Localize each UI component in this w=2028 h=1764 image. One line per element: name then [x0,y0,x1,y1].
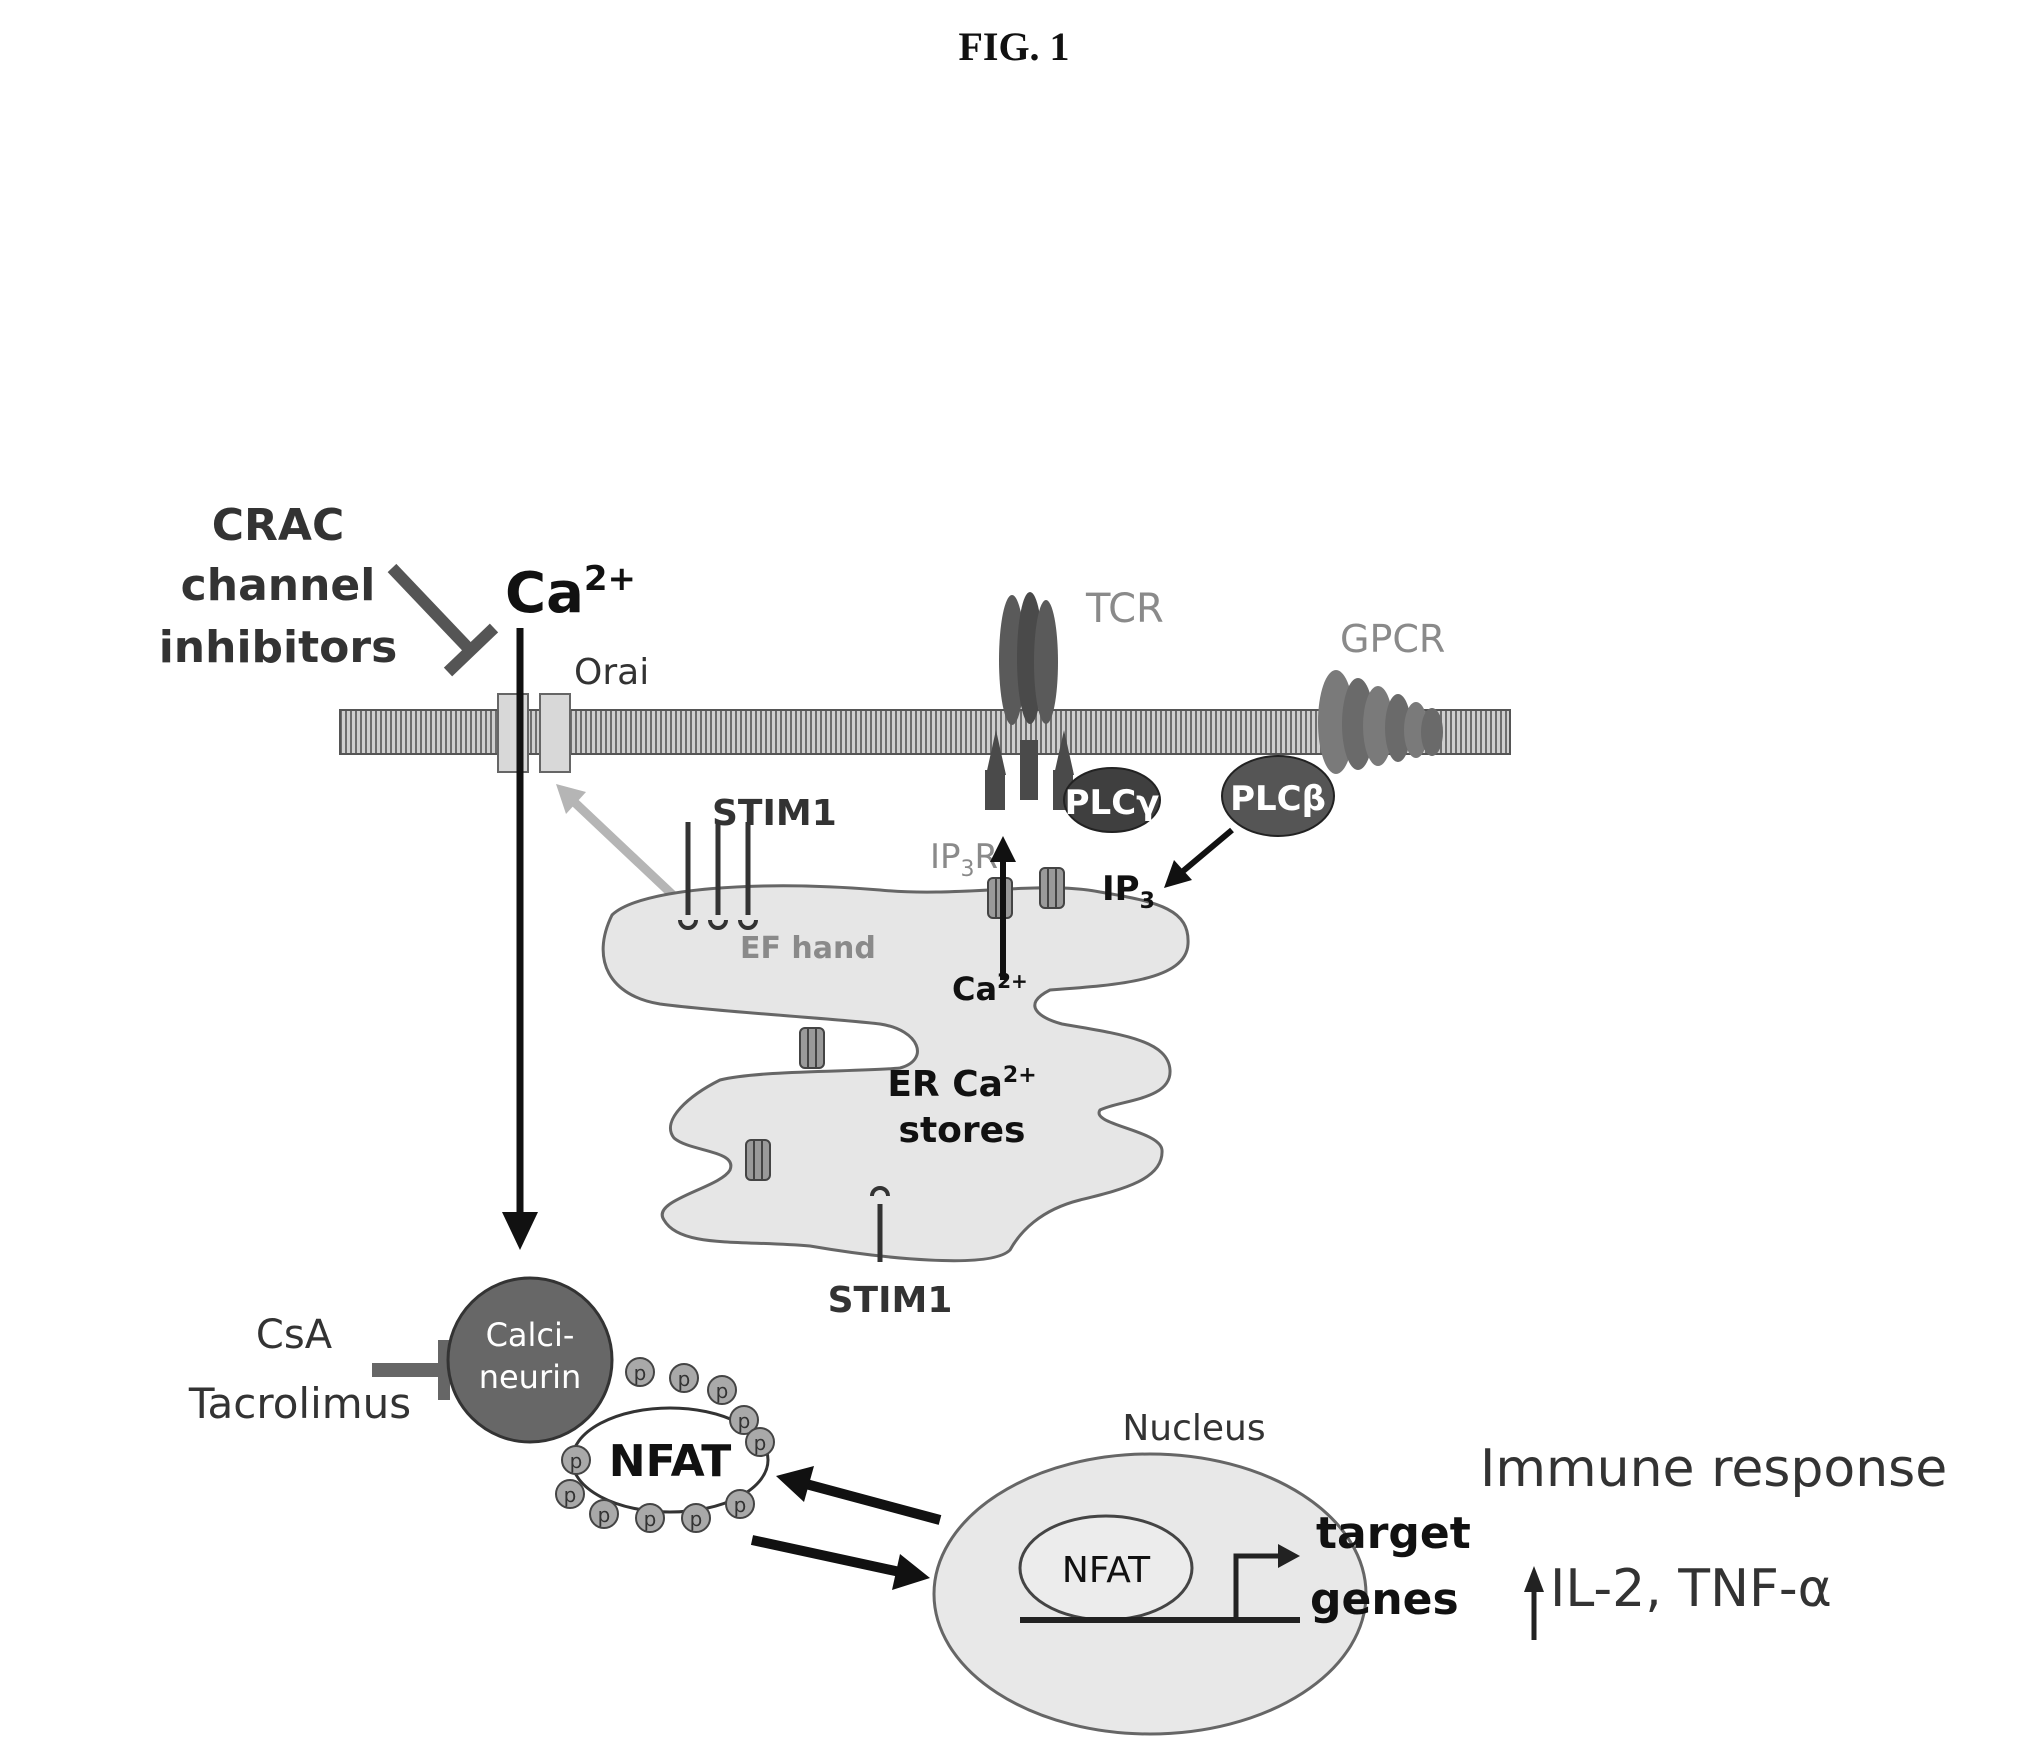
svg-text:Calci-: Calci- [486,1316,575,1354]
ip3-receptor [800,1028,824,1068]
svg-text:inhibitors: inhibitors [159,622,398,673]
ca-ion-label: Ca2+ [505,559,636,626]
upregulation-arrow [1524,1566,1544,1640]
svg-text:p: p [634,1361,647,1385]
ip3-label: IP3 [1102,869,1155,914]
tcr-receptor [985,592,1074,810]
phosphate-group: p [746,1428,774,1456]
phosphate-group: p [682,1504,710,1532]
svg-text:p: p [598,1503,611,1527]
svg-text:PLCβ: PLCβ [1230,779,1326,819]
plc-gamma: PLCγ [1064,768,1160,832]
crac-inhibitors-label: CRAC channel inhibitors [159,500,398,673]
immune-response-label: Immune response [1480,1439,1947,1499]
phosphate-group: p [726,1490,754,1518]
nfat-nuclear: NFAT [1020,1516,1192,1620]
orai-label: Orai [574,652,649,693]
svg-text:p: p [690,1507,703,1531]
svg-text:p: p [716,1379,729,1403]
tcr-label: TCR [1085,586,1164,632]
svg-text:NFAT: NFAT [1062,1550,1151,1591]
tacrolimus-label: Tacrolimus [188,1379,411,1428]
phosphate-group: p [708,1376,736,1404]
svg-text:p: p [564,1483,577,1507]
crac-inhibition-bar [392,568,494,672]
ip3-receptor [1040,868,1064,908]
cytokines-label: IL-2, TNF-α [1550,1559,1832,1619]
gpcr-receptor [1318,670,1443,774]
phosphate-group: p [636,1504,664,1532]
svg-text:channel: channel [181,560,376,611]
phosphate-group: p [670,1364,698,1392]
phosphate-group: p [626,1358,654,1386]
phosphate-group: p [562,1446,590,1474]
stim1-top-label: STIM1 [712,793,837,834]
svg-text:p: p [570,1449,583,1473]
target-genes-label-2: genes [1310,1574,1459,1625]
svg-text:p: p [738,1409,751,1433]
stim1-bottom-label: STIM1 [828,1280,953,1321]
svg-text:PLCγ: PLCγ [1065,783,1160,823]
calcineurin: Calci- neurin [448,1278,612,1442]
target-genes-label: target [1316,1508,1471,1559]
svg-text:p: p [678,1367,691,1391]
figure-title: FIG. 1 [958,24,1069,69]
svg-text:neurin: neurin [479,1358,582,1396]
er-stores-label-2: stores [899,1110,1026,1151]
plcb-to-ip3-arrow [1164,830,1232,888]
ef-hand-label: EF hand [740,931,876,966]
phosphate-group: p [590,1500,618,1528]
nucleus-label: Nucleus [1122,1408,1265,1449]
svg-text:p: p [734,1493,747,1517]
svg-text:NFAT: NFAT [609,1436,731,1487]
svg-text:p: p [754,1431,767,1455]
plc-beta: PLCβ [1222,756,1334,836]
gpcr-label: GPCR [1340,617,1445,661]
ip3r-label: IP3R [930,837,998,882]
stim1-to-orai-arrow [556,784,676,898]
ip3-receptor [746,1140,770,1180]
svg-text:CRAC: CRAC [212,500,345,551]
csa-label: CsA [256,1312,333,1358]
nfat-import-arrow [752,1540,930,1590]
phosphate-group: p [556,1480,584,1508]
nfat-export-arrow [776,1466,940,1520]
svg-text:p: p [644,1507,657,1531]
